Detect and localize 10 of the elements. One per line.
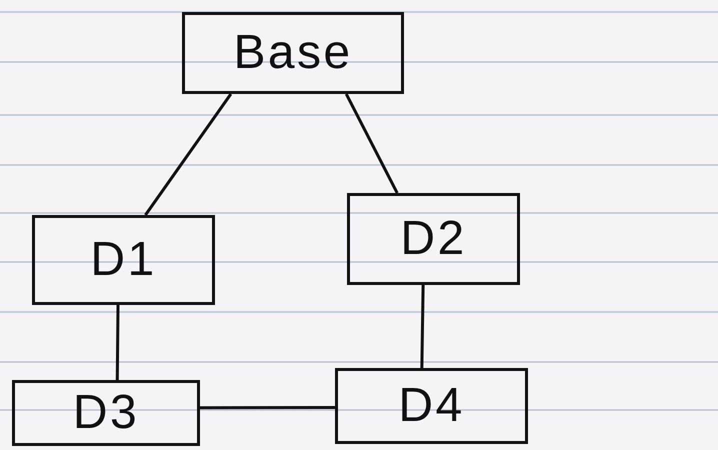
class-box: D1 [32,215,215,305]
class-box: Base [182,12,404,94]
connector-line [144,93,232,216]
connector-line [116,304,120,380]
connector-line [344,93,398,194]
connector-line [420,284,425,368]
connector-line [200,406,335,410]
class-box: D4 [335,368,528,444]
class-box: D2 [347,193,520,285]
class-box: D3 [12,380,200,446]
